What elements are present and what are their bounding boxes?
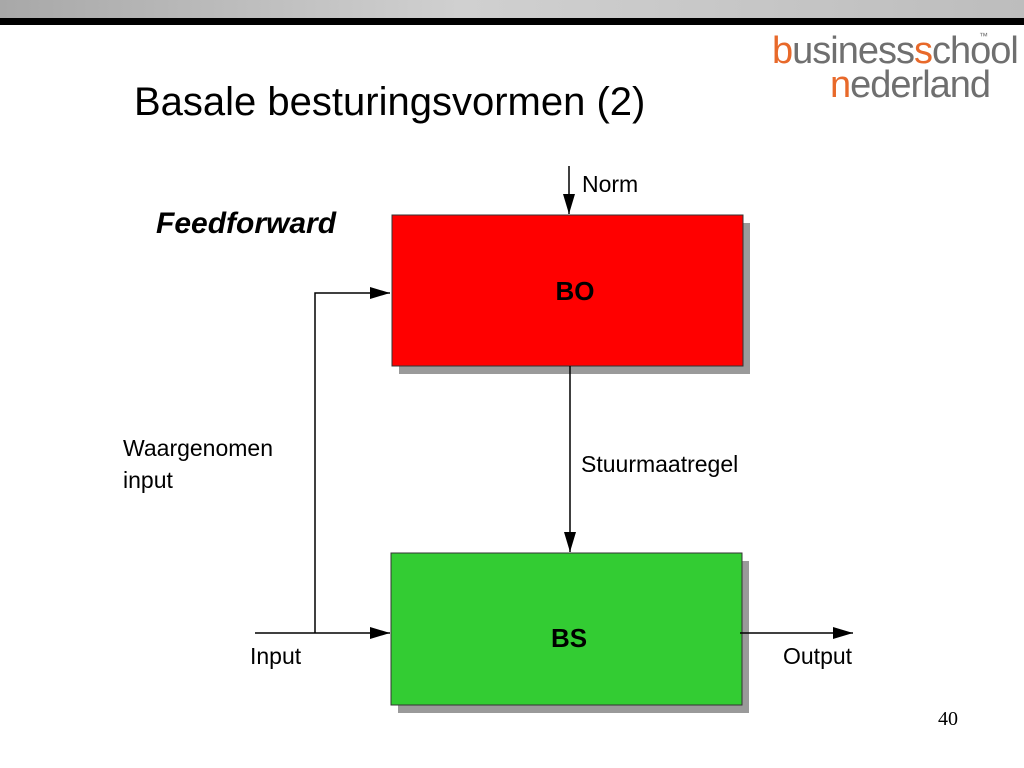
input-label: Input — [250, 643, 302, 669]
top-black-bar — [0, 18, 1024, 25]
bo-block — [391, 214, 744, 367]
businessschool-logo: businessschool ™ nederland — [772, 28, 1019, 106]
logo-text-chool: chool — [931, 30, 1019, 72]
output-label: Output — [783, 643, 853, 669]
bs-block-label: BS — [550, 623, 588, 653]
slide-title: Basale besturingsvormen (2) — [134, 80, 646, 124]
bs-block — [390, 552, 743, 706]
logo-line-1: businessschool — [772, 30, 1019, 72]
waargenomen-label-line1: Waargenomen — [123, 435, 274, 461]
top-gradient-bar — [0, 0, 1024, 18]
waargenomen-label-line2: input — [123, 467, 173, 493]
logo-text-ederland: ederland — [850, 64, 991, 106]
waargenomen-input-path — [314, 287, 390, 633]
slide-subtitle: Feedforward — [156, 207, 337, 240]
logo-text-usiness: usiness — [792, 30, 915, 72]
bo-block-label: BO — [555, 276, 595, 306]
logo-letter-n: n — [830, 64, 851, 106]
logo-trademark: ™ — [979, 31, 988, 41]
stuurmaatregel-label: Stuurmaatregel — [581, 451, 739, 477]
page-number: 40 — [938, 708, 958, 730]
logo-letter-b: b — [772, 30, 793, 72]
norm-label: Norm — [582, 171, 639, 197]
logo-line-2: nederland — [830, 64, 991, 106]
logo-letter-s: s — [913, 30, 933, 72]
